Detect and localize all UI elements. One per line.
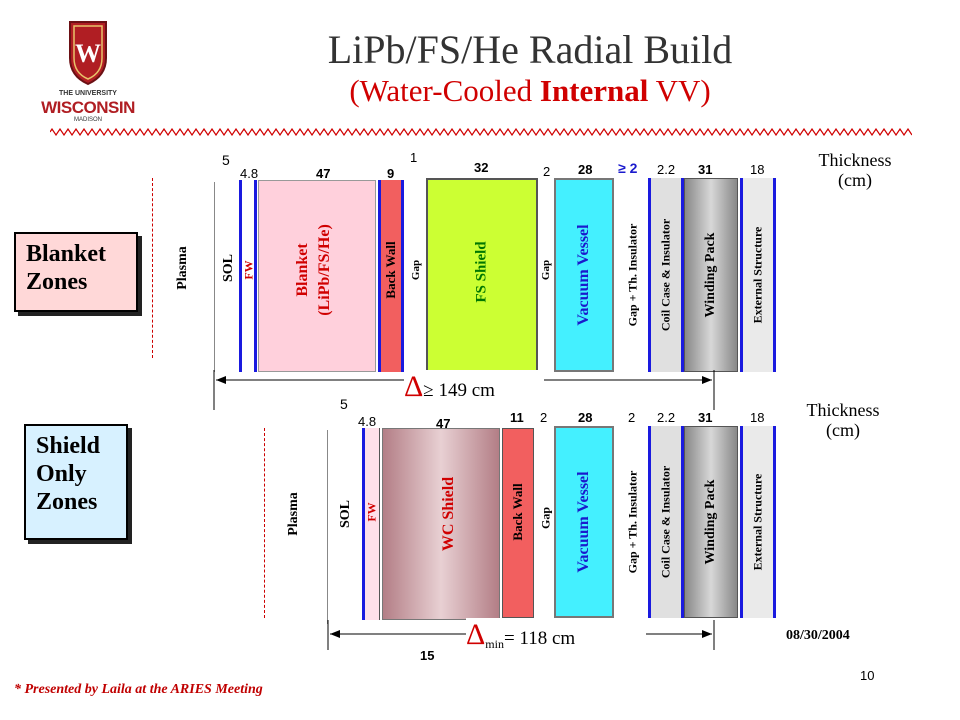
logo-university-text: THE UNIVERSITY bbox=[59, 90, 117, 97]
external-structure-layer bbox=[740, 178, 776, 372]
back-wall-label-2: Back Wall bbox=[510, 483, 525, 541]
num-gap-2: 2 bbox=[540, 410, 548, 425]
first-wall-layer-2 bbox=[362, 428, 380, 620]
coil-case-layer bbox=[648, 178, 684, 372]
sol-edge bbox=[214, 182, 215, 372]
gap-label-2: Gap bbox=[540, 259, 552, 281]
university-logo: W THE UNIVERSITY WISCONSIN MADISON bbox=[28, 18, 148, 126]
num-winding: 31 bbox=[698, 162, 713, 177]
wavy-divider bbox=[50, 128, 912, 136]
plasma-label: Plasma bbox=[175, 246, 190, 290]
footer-note: * Presented by Laila at the ARIES Meetin… bbox=[14, 682, 263, 697]
subtitle-close: VV) bbox=[648, 73, 711, 108]
shield-delta-text: Δmin= 118 cm bbox=[466, 618, 646, 652]
num-ext: 18 bbox=[750, 162, 765, 177]
fs-shield-layer bbox=[426, 178, 538, 372]
num-gap1: 1 bbox=[410, 150, 418, 165]
num-below: 15 bbox=[420, 648, 435, 663]
gap-insulator-label: Gap + Th. Insulator bbox=[625, 223, 640, 327]
coil-case-label: Coil Case & Insulator bbox=[658, 218, 673, 332]
vacuum-vessel-layer-2 bbox=[554, 426, 614, 618]
num-sol-2: 5 bbox=[340, 396, 348, 412]
num-blanket: 47 bbox=[316, 166, 331, 181]
sol-edge-2 bbox=[327, 430, 328, 624]
coil-case-label-2: Coil Case & Insulator bbox=[658, 465, 673, 579]
num-fw: 4.8 bbox=[240, 166, 259, 181]
page-number: 10 bbox=[860, 668, 875, 683]
blanket-delta-value: ≥ 149 cm bbox=[423, 380, 495, 401]
external-structure-label-2: External Structure bbox=[750, 473, 765, 571]
vacuum-vessel-layer bbox=[554, 178, 614, 372]
coil-case-layer-2 bbox=[648, 426, 684, 618]
num-wc: 47 bbox=[436, 416, 451, 431]
sol-label: SOL bbox=[221, 253, 236, 283]
fs-shield-label: FS Shield bbox=[473, 241, 490, 303]
date-label: 08/30/2004 bbox=[786, 628, 850, 643]
gap-insulator-label-2: Gap + Th. Insulator bbox=[625, 470, 640, 574]
num-winding-2: 31 bbox=[698, 410, 713, 425]
winding-pack-layer-2 bbox=[684, 426, 738, 618]
num-backwall: 9 bbox=[387, 166, 395, 181]
page-title: LiPb/FS/He Radial Build bbox=[327, 27, 733, 72]
wc-shield-label: WC Shield bbox=[440, 476, 457, 552]
wc-shield-layer bbox=[382, 428, 500, 620]
shield-delta-value: = 118 cm bbox=[503, 628, 576, 649]
num-vv: 28 bbox=[578, 162, 593, 177]
num-gap2: 2 bbox=[543, 164, 551, 179]
delta-symbol: Δ bbox=[404, 370, 424, 403]
plasma-edge-line-2 bbox=[264, 428, 265, 618]
back-wall-layer bbox=[378, 180, 404, 372]
first-wall-layer bbox=[239, 180, 257, 372]
vacuum-vessel-label-2: Vacuum Vessel bbox=[575, 471, 592, 573]
page-subtitle: (Water-Cooled Internal VV) bbox=[230, 74, 830, 108]
external-structure-layer-2 bbox=[740, 426, 776, 618]
thickness-label-blanket: Thickness(cm) bbox=[818, 150, 892, 190]
plasma-edge-line bbox=[152, 178, 153, 358]
num-vv-2: 28 bbox=[578, 410, 593, 425]
plasma-label-2: Plasma bbox=[286, 492, 301, 536]
num-coil-2: 2.2 bbox=[657, 410, 676, 425]
logo-wisconsin-text: WISCONSIN bbox=[41, 98, 135, 117]
num-sol: 5 bbox=[222, 152, 230, 168]
gap-label-3: Gap bbox=[538, 506, 553, 530]
num-ext-2: 18 bbox=[750, 410, 765, 425]
blanket-label-sub: (LiPb/FS/He) bbox=[316, 224, 333, 316]
gap-label-1: Gap bbox=[410, 259, 422, 281]
back-wall-layer-2 bbox=[502, 428, 534, 618]
blanket-layer bbox=[258, 180, 376, 372]
back-wall-label: Back Wall bbox=[383, 241, 398, 299]
sol-label-2: SOL bbox=[338, 499, 353, 529]
num-gap2-2: 2 bbox=[628, 410, 636, 425]
crest-letter: W bbox=[75, 39, 101, 68]
winding-pack-layer bbox=[684, 178, 738, 372]
winding-pack-label: Winding Pack bbox=[703, 232, 718, 318]
num-fs: 32 bbox=[474, 160, 489, 175]
num-backwall-2: 11 bbox=[510, 410, 524, 425]
thickness-label-shield: Thickness(cm) bbox=[806, 400, 880, 440]
logo-madison-text: MADISON bbox=[73, 117, 102, 123]
num-fw-2: 4.8 bbox=[358, 414, 377, 429]
external-structure-label: External Structure bbox=[750, 226, 765, 324]
fw-label: FW bbox=[241, 260, 256, 280]
blanket-delta-text: Δ≥ 149 cm bbox=[404, 370, 544, 403]
blanket-label: Blanket bbox=[294, 243, 311, 297]
fw-label-2: FW bbox=[364, 502, 379, 522]
num-gap3: ≥ 2 bbox=[618, 160, 638, 176]
winding-pack-label-2: Winding Pack bbox=[703, 479, 718, 565]
subtitle-bold: Internal bbox=[539, 73, 649, 108]
num-coil: 2.2 bbox=[657, 162, 676, 177]
delta-min-sub: min bbox=[485, 637, 504, 652]
subtitle-open: (Water-Cooled bbox=[349, 73, 540, 108]
delta-symbol-2: Δ bbox=[466, 618, 486, 651]
vacuum-vessel-label: Vacuum Vessel bbox=[575, 224, 592, 326]
